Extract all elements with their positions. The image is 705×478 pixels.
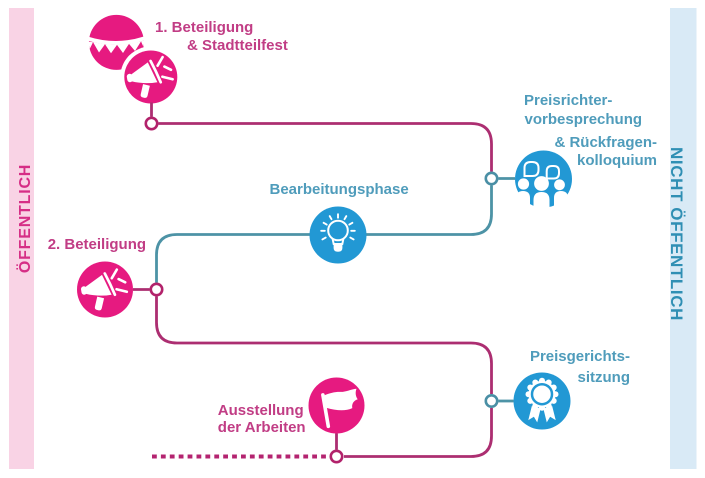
- svg-text:ÖFFENTLICH: ÖFFENTLICH: [15, 164, 34, 273]
- svg-text:NICHT ÖFFENTLICH: NICHT ÖFFENTLICH: [667, 147, 686, 321]
